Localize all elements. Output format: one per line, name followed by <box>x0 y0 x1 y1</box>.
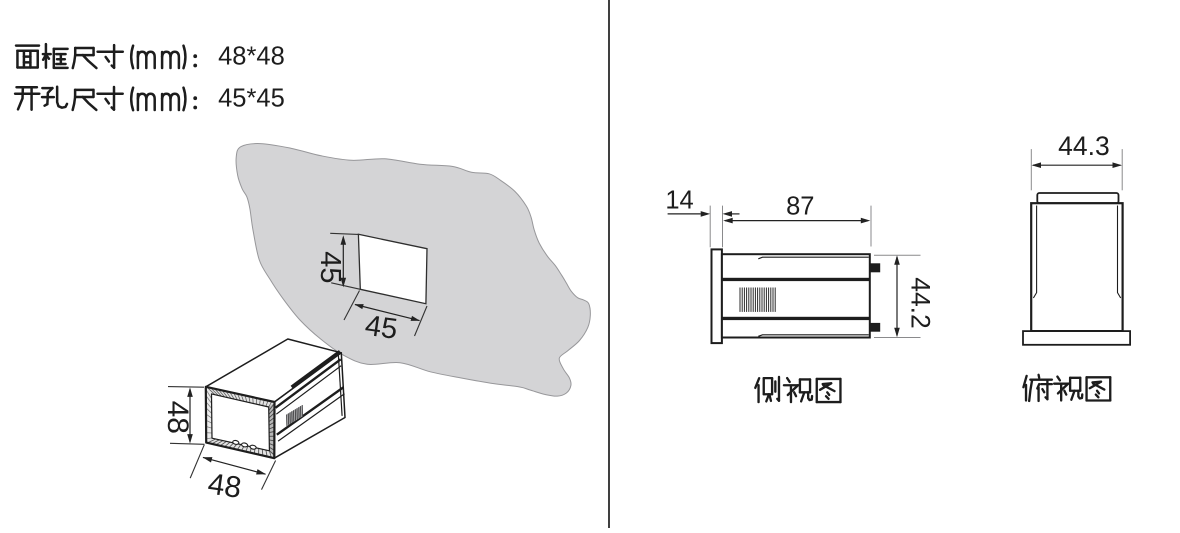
svg-text:48: 48 <box>161 401 194 434</box>
svg-text:14: 14 <box>665 186 693 214</box>
svg-text:45: 45 <box>363 310 399 346</box>
svg-text:48: 48 <box>206 468 244 505</box>
svg-text:87: 87 <box>786 193 814 221</box>
svg-text:48*48: 48*48 <box>218 43 285 71</box>
svg-text:44.3: 44.3 <box>1058 131 1110 161</box>
svg-text:45: 45 <box>314 251 346 283</box>
svg-text:44.2: 44.2 <box>905 277 935 329</box>
svg-text:45*45: 45*45 <box>218 85 285 113</box>
